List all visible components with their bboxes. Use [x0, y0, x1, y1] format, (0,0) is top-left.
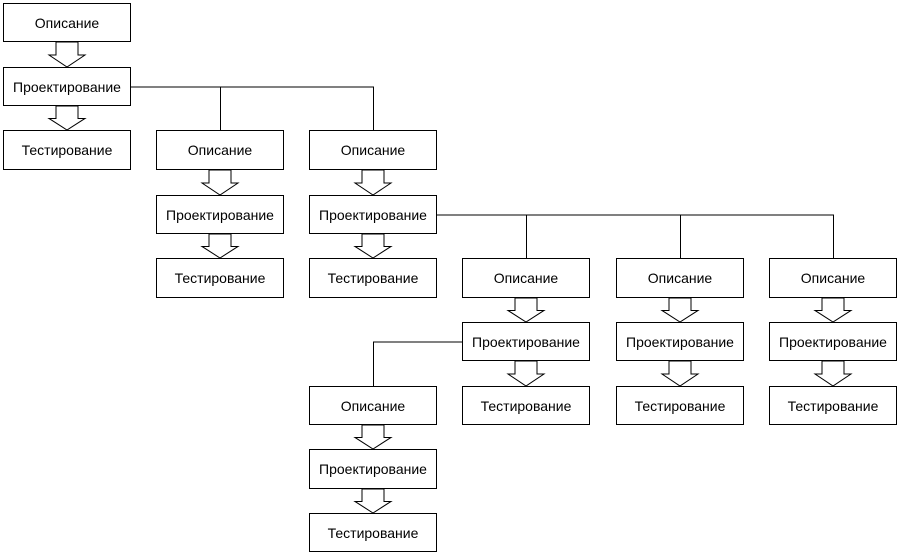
branch-connector — [373, 341, 462, 386]
node-description: Описание — [309, 386, 437, 425]
node-testing: Тестирование — [309, 258, 437, 298]
block-arrow — [200, 233, 240, 259]
node-testing: Тестирование — [156, 258, 284, 298]
node-design: Проектирование — [3, 67, 131, 106]
node-description: Описание — [462, 258, 590, 298]
node-design: Проектирование — [769, 322, 897, 361]
node-description: Описание — [156, 130, 284, 170]
block-arrow — [506, 297, 546, 323]
block-arrow — [47, 105, 87, 131]
block-arrow — [813, 297, 853, 323]
branch-connector — [437, 214, 681, 258]
node-testing: Тестирование — [3, 130, 131, 170]
node-testing: Тестирование — [462, 386, 590, 425]
block-arrow — [660, 360, 700, 387]
branch-connector — [131, 86, 221, 130]
node-design: Проектирование — [156, 195, 284, 234]
node-design: Проектирование — [309, 195, 437, 234]
node-testing: Тестирование — [616, 386, 744, 425]
node-description: Описание — [769, 258, 897, 298]
block-arrow — [353, 233, 393, 259]
block-arrow — [813, 360, 853, 387]
node-testing: Тестирование — [309, 513, 437, 552]
node-design: Проектирование — [462, 322, 590, 361]
branch-connector — [131, 86, 374, 130]
node-description: Описание — [616, 258, 744, 298]
block-arrow — [47, 41, 87, 68]
block-arrow — [353, 169, 393, 196]
node-testing: Тестирование — [769, 386, 897, 425]
block-arrow — [660, 297, 700, 323]
node-description: Описание — [309, 130, 437, 170]
node-design: Проектирование — [309, 449, 437, 489]
block-arrow — [353, 424, 393, 450]
node-design: Проектирование — [616, 322, 744, 361]
block-arrow — [200, 169, 240, 196]
node-description: Описание — [3, 3, 131, 42]
branch-connector — [437, 214, 834, 258]
block-arrow — [353, 488, 393, 514]
branch-connector — [437, 214, 527, 258]
block-arrow — [506, 360, 546, 387]
